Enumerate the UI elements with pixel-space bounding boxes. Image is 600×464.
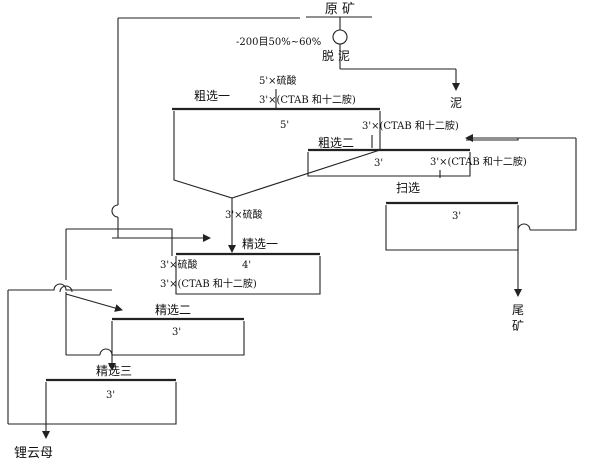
recycle-crossover bbox=[111, 204, 119, 218]
cleaner1-feed-reagent: 3'×硫酸 bbox=[225, 208, 263, 221]
cleaner1-return-line bbox=[66, 228, 173, 256]
cleaner3-cell bbox=[45, 382, 177, 425]
cleaner3-label: 精选三 bbox=[96, 364, 132, 378]
cleaner1-time: 4' bbox=[242, 260, 251, 271]
rougher1-time: 5' bbox=[280, 120, 289, 131]
grind-size-label: -200目50%~60% bbox=[236, 37, 321, 48]
cleaner1-cell bbox=[175, 256, 321, 295]
cleaner1-reagent-acid: 3'×硫酸 bbox=[160, 258, 198, 271]
cleaner1-reagent-collector: 3'×(CTAB 和十二胺) bbox=[160, 277, 257, 290]
rougher1-label: 粗选一 bbox=[194, 89, 230, 103]
scavenger-crossover bbox=[517, 223, 531, 231]
rougher1-cell bbox=[173, 111, 381, 199]
rougher1-reagent-collector: 3'×(CTAB 和十二胺) bbox=[259, 93, 356, 106]
grinding-circle bbox=[332, 29, 348, 45]
scavenger-reagent: 3'×(CTAB 和十二胺) bbox=[430, 155, 527, 168]
cleaner2-label: 精选二 bbox=[155, 303, 191, 317]
rougher2-label: 粗选二 bbox=[318, 136, 354, 150]
cleaner2-cell bbox=[111, 321, 245, 356]
cleaner2-time: 3' bbox=[172, 327, 181, 338]
rougher2-time: 3' bbox=[374, 158, 383, 169]
scavenger-label: 扫选 bbox=[396, 181, 420, 195]
cleaner3-crossover bbox=[99, 348, 113, 356]
rougher1-reagent-acid: 5'×硫酸 bbox=[259, 74, 297, 87]
scavenger-time: 3' bbox=[452, 211, 461, 222]
scavenger-conc-return bbox=[466, 138, 519, 141]
slime-label: 泥 bbox=[450, 96, 462, 110]
rougher2-cell bbox=[307, 152, 471, 177]
feed-label: 原 矿 bbox=[325, 2, 355, 17]
product-label: 锂云母 bbox=[14, 446, 53, 461]
cleaner3-time: 3' bbox=[106, 390, 115, 401]
cleaner1-label: 精选一 bbox=[242, 237, 278, 251]
desliming-label: 脱 泥 bbox=[322, 48, 350, 63]
tailings-char-2: 矿 bbox=[512, 319, 524, 333]
rougher2-reagent: 3'×(CTAB 和十二胺) bbox=[362, 119, 459, 132]
tailings-char-1: 尾 bbox=[512, 303, 524, 317]
cleaner1-to-cleaner2 bbox=[65, 293, 123, 312]
cleaner3-return-top bbox=[8, 283, 112, 291]
scavenger-return-line bbox=[530, 138, 577, 231]
